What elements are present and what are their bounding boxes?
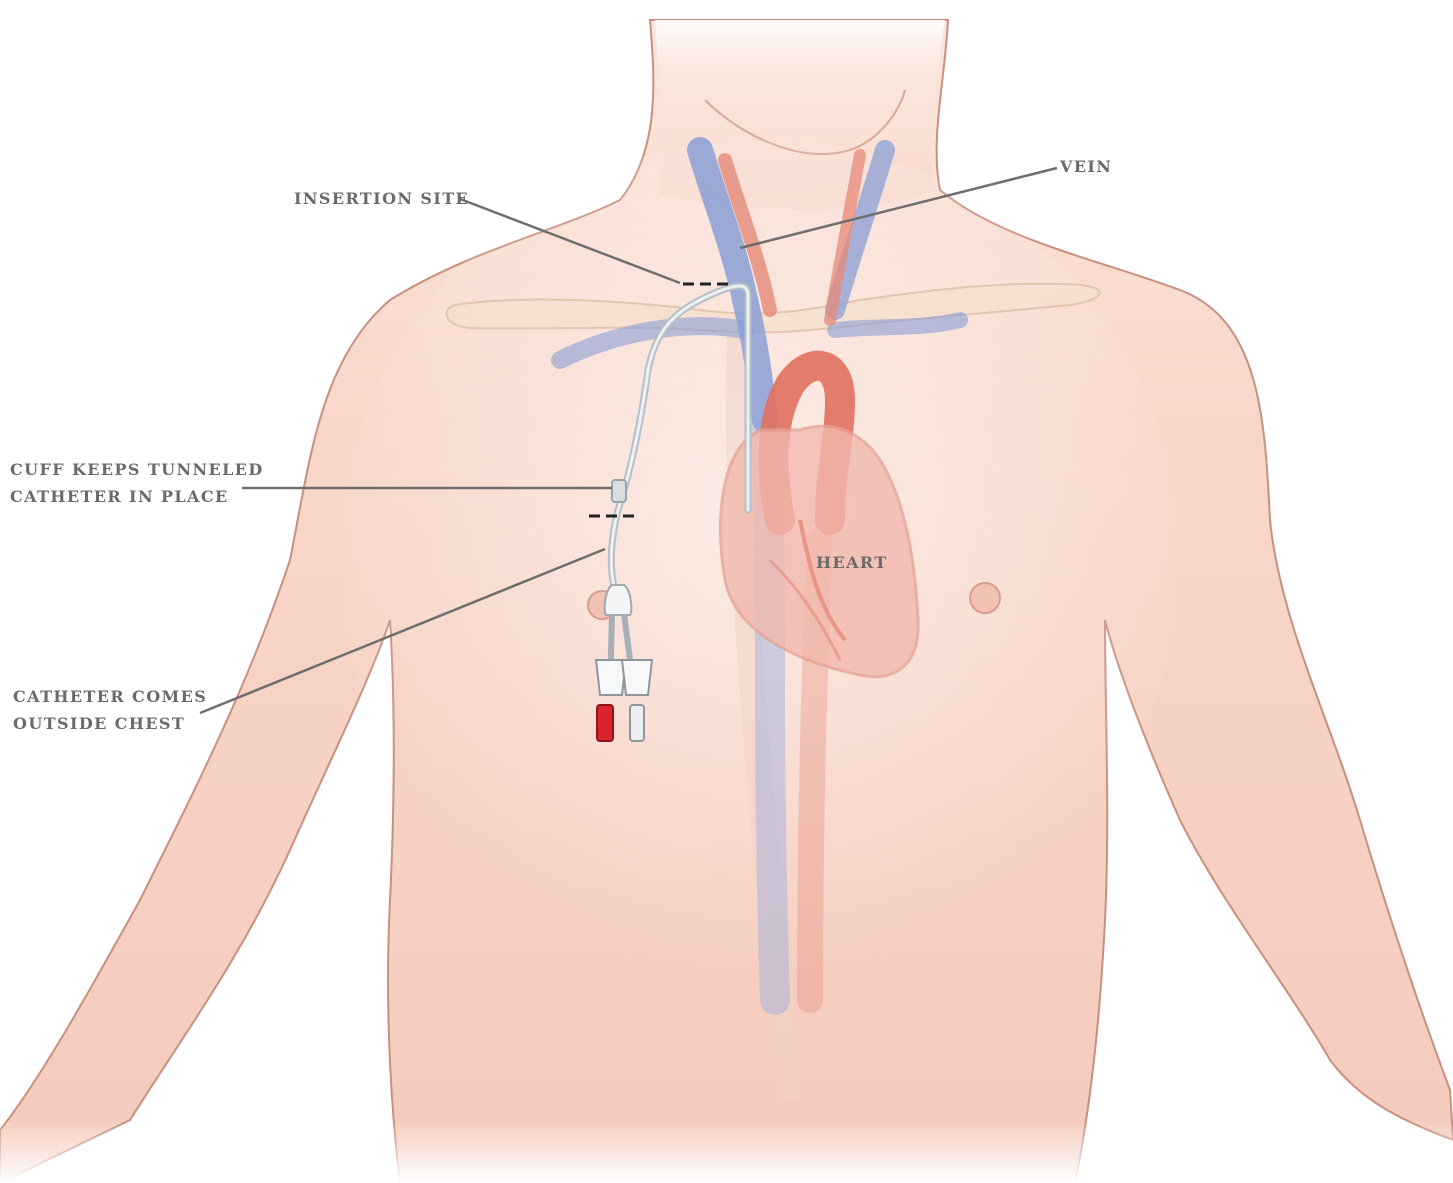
vein-text: VEIN bbox=[1060, 153, 1112, 180]
exit-label: CATHETER COMES OUTSIDE CHEST bbox=[13, 683, 207, 737]
cuff-text-line-2: CATHETER IN PLACE bbox=[10, 483, 264, 510]
insertion-site-label: INSERTION SITE bbox=[294, 185, 469, 212]
cuff-label: CUFF KEEPS TUNNELED CATHETER IN PLACE bbox=[10, 456, 264, 510]
right-nipple bbox=[970, 583, 1000, 613]
right-clamp bbox=[622, 660, 652, 695]
white-connector bbox=[630, 705, 644, 741]
red-connector bbox=[597, 705, 613, 741]
heart-text: HEART bbox=[816, 549, 888, 576]
exit-text-line-2: OUTSIDE CHEST bbox=[13, 710, 207, 737]
exit-text-line-1: CATHETER COMES bbox=[13, 683, 207, 710]
catheter-hub bbox=[605, 585, 632, 615]
cuff-text-line-1: CUFF KEEPS TUNNELED bbox=[10, 456, 264, 483]
catheter-cuff bbox=[612, 480, 626, 502]
vein-label: VEIN bbox=[1060, 153, 1112, 180]
left-clamp bbox=[596, 660, 626, 695]
insertion-site-text: INSERTION SITE bbox=[294, 185, 469, 212]
heart-label: HEART bbox=[816, 549, 888, 576]
